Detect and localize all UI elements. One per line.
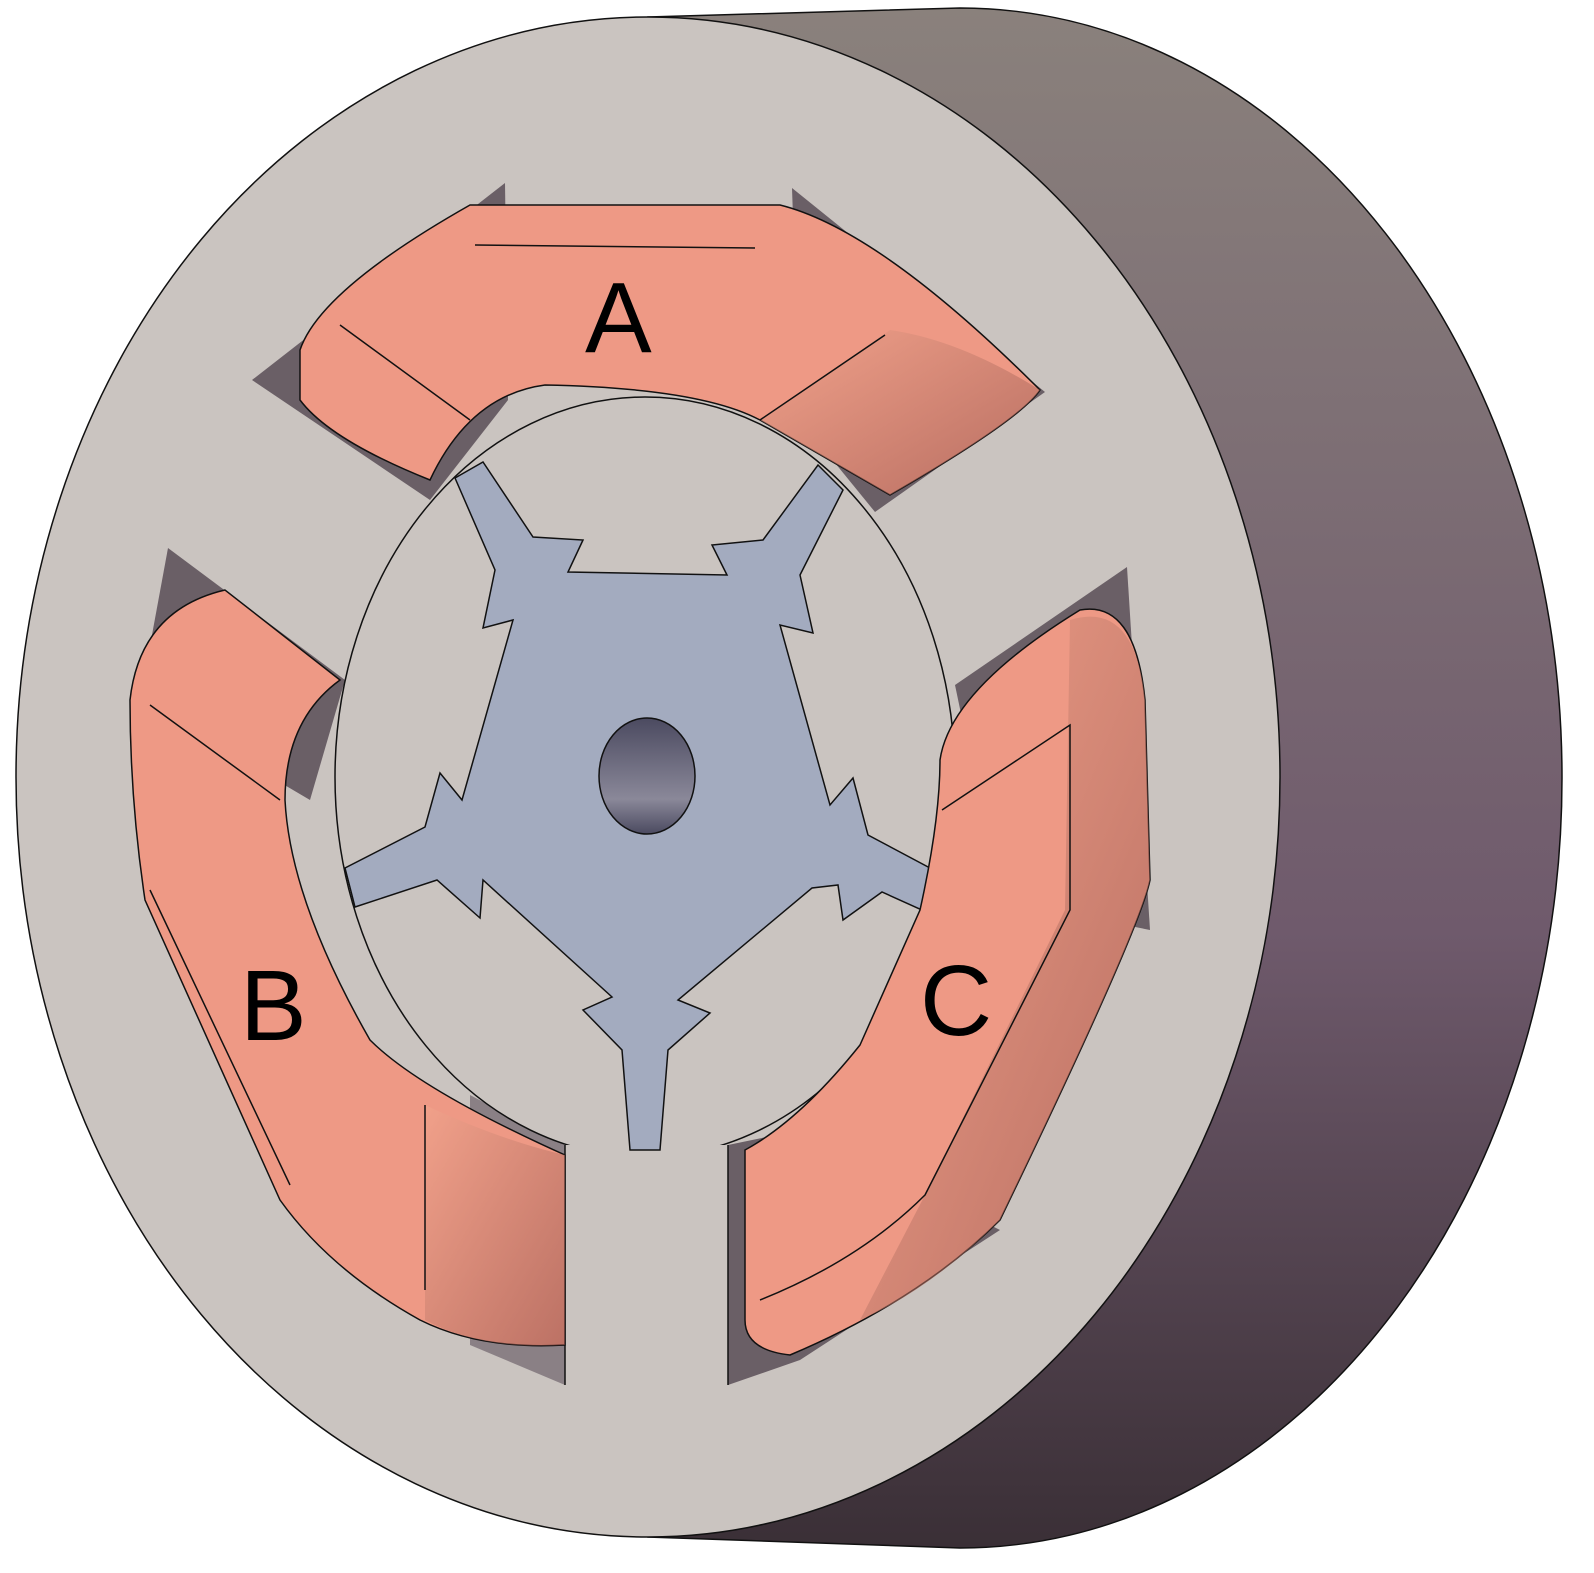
coil-a-shading	[760, 330, 1040, 495]
coil-b-label: B	[240, 950, 307, 1062]
coil-c-edge	[759, 723, 1071, 1301]
coil-c-shading	[860, 616, 1150, 1320]
rotor-shaft-hole	[598, 717, 696, 835]
coil-a-label: A	[585, 262, 652, 374]
coil-a-edge	[339, 244, 886, 421]
stator-bottom-gap	[565, 1145, 728, 1385]
coil-b-shading	[425, 1105, 565, 1346]
coil-b-edge	[149, 704, 426, 1290]
coil-c-label: C	[920, 945, 992, 1057]
